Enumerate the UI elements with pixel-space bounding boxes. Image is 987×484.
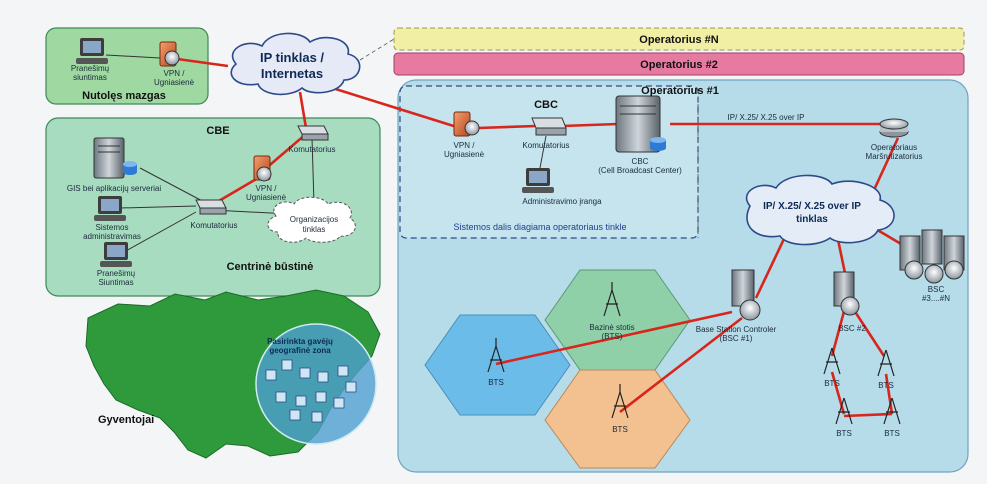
- org-network-line2: tinklas: [303, 225, 326, 234]
- internet-cloud: [230, 32, 361, 96]
- operator-1-label: Operatorius #1: [641, 85, 719, 97]
- bsc-n-line1: BSC: [928, 285, 945, 294]
- zone-line1: Pasirinkta gavėjų: [267, 337, 333, 346]
- operator-cloud-line2: tinklas: [796, 214, 828, 225]
- people-icons: [265, 359, 357, 423]
- bsc1-line1: Base Station Controler: [696, 325, 777, 334]
- remote-sender-line2: siuntimas: [73, 73, 107, 82]
- bsc-n-line2: #3....#N: [922, 294, 950, 303]
- remote-sender-line1: Pranešimų: [71, 64, 110, 73]
- bts-tower-blue-icon: [487, 338, 505, 373]
- sender-computer-icon: [100, 242, 132, 267]
- cbc-server-icon: [615, 95, 666, 153]
- gis-server-icon: [93, 137, 137, 179]
- cbc-footer: Sistemos dalis diagiama operatoriaus tin…: [453, 222, 626, 232]
- dashed-links: [359, 38, 699, 238]
- cbc-switch-label: Komutatorius: [522, 141, 569, 150]
- operator-n-banner: [393, 27, 965, 51]
- bsc2-server-icon: [833, 271, 860, 316]
- operator-router-icon: [879, 118, 909, 138]
- cbe-vpn-firewall-icon: [253, 155, 272, 182]
- remote-vpn-line1: VPN /: [164, 69, 186, 78]
- cbe-sender-line2: Siuntimas: [98, 278, 133, 287]
- population-label: Gyventojai: [98, 414, 154, 426]
- cbc-server-line1: CBC: [632, 157, 649, 166]
- operator-ip-cloud: [745, 174, 895, 246]
- bsc1-server-icon: [731, 269, 761, 321]
- cbe-title: CBE: [206, 125, 229, 137]
- cbe-footer: Centrinė būstinė: [227, 261, 314, 273]
- bts-tower-icons: [823, 347, 901, 425]
- cbc-vpn-line1: VPN /: [454, 141, 476, 150]
- org-network-cloud: [267, 196, 356, 243]
- cbe-admin-line2: administravimas: [83, 232, 141, 241]
- bts-label-4: BTS: [884, 429, 900, 438]
- bts-tower-orange-icon: [611, 384, 629, 419]
- base-station-line1: Bazinė stotis: [589, 323, 634, 332]
- base-station-line2: (BTS): [602, 332, 623, 341]
- operator-cloud-line1: IP/ X.25/ X.25 over IP: [763, 201, 861, 212]
- cbe-switch-main-icon: [195, 199, 227, 215]
- operator-2-label: Operatorius #2: [640, 59, 718, 71]
- cbc-server-line2: (Cell Broadcast Center): [598, 166, 682, 175]
- bts-tower-center-icon: [603, 282, 621, 317]
- bts-label-3: BTS: [836, 429, 852, 438]
- remote-sender-computer-icon: [76, 38, 108, 64]
- operator-router-line2: Maršrutizatorius: [866, 152, 923, 161]
- operator-n-label: Operatorius #N: [639, 34, 719, 46]
- red-links: [169, 56, 909, 418]
- cbe-admin-line1: Sistemos: [96, 223, 129, 232]
- bsc1-line2: (BSC #1): [720, 334, 753, 343]
- bts-label-2: BTS: [878, 381, 894, 390]
- cbe-switch-top-label: Komutatorius: [288, 145, 335, 154]
- admin-equipment-computer-icon: [522, 168, 554, 193]
- bts-label-1: BTS: [824, 379, 840, 388]
- cbc-vpn-line2: Ugniasienė: [444, 150, 485, 159]
- org-network-line1: Organizacijos: [290, 215, 338, 224]
- remote-vpn-line2: Ugniasienė: [154, 78, 195, 87]
- remote-vpn-firewall-icon: [159, 41, 180, 67]
- cbe-vpn-line1: VPN /: [256, 184, 278, 193]
- cbe-vpn-line2: Ugniasienė: [246, 193, 287, 202]
- bsc2-label: BSC #2: [838, 324, 866, 333]
- internet-cloud-line2: Internetas: [261, 66, 323, 81]
- cell-hex-orange: [544, 369, 691, 469]
- admin-computer-icon: [94, 196, 126, 221]
- operator-2-banner: [393, 52, 965, 76]
- admin-equipment-label: Administravimo įranga: [522, 197, 602, 206]
- cbe-switch-top-icon: [297, 125, 329, 141]
- internet-cloud-line1: IP tinklas /: [260, 50, 324, 65]
- operator-link-label: IP/ X.25/ X.25 over IP: [728, 113, 805, 122]
- cbe-sender-line1: Pranešimų: [97, 269, 136, 278]
- cbc-switch-icon: [531, 117, 567, 136]
- gis-servers-label: GIS bei aplikacijų serveriai: [67, 184, 161, 193]
- cbc-title: CBC: [534, 99, 558, 111]
- selected-zone: [255, 323, 377, 445]
- cbe-switch-main-label: Komutatorius: [190, 221, 237, 230]
- operator-router-line1: Operatoriaus: [871, 143, 917, 152]
- bts-label-orange: BTS: [612, 425, 628, 434]
- cbc-vpn-firewall-icon: [453, 111, 480, 137]
- bsc-servers-icon: [899, 229, 965, 284]
- remote-node-title: Nutolęs mazgas: [82, 90, 166, 102]
- zone-line2: geografinė zona: [269, 346, 331, 355]
- bts-label-blue: BTS: [488, 378, 504, 387]
